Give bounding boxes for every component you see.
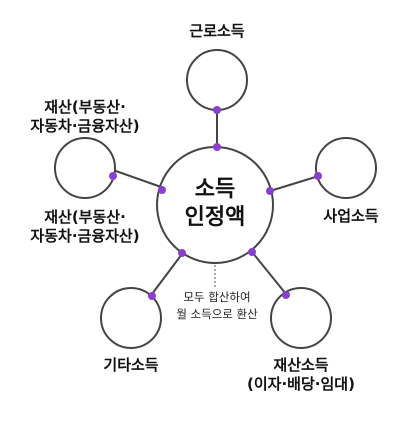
node-label-bottom-right-line2: (이자·배당·임대): [247, 375, 355, 393]
node-label-bottom-right-line1: 재산소득: [273, 356, 329, 374]
center-label-line2: 인정액: [184, 205, 246, 230]
dot-bottom-left-inner: [178, 249, 186, 257]
node-circle-bottom-left: [100, 287, 162, 349]
node-circle-bottom-right: [270, 287, 332, 349]
node-label-bottom-left: 기타소득: [91, 356, 171, 375]
left-inner-label-line2: 자동차·금융자산): [30, 227, 140, 245]
conversion-note: 모두 합산하여 월 소득으로 환산: [165, 289, 269, 323]
dot-bottom-right-inner: [248, 248, 256, 256]
node-circle-top: [186, 49, 248, 111]
dot-bottom-left-outer: [148, 292, 156, 300]
node-label-left: 재산(부동산· 자동차·금융자산): [10, 98, 160, 136]
node-label-top: 근로소득: [167, 22, 267, 41]
center-label: 소득 인정액: [165, 176, 265, 232]
node-label-right: 사업소득: [306, 207, 396, 226]
dot-top-outer: [213, 106, 221, 114]
dot-left-inner: [158, 186, 166, 194]
node-label-left-line2: 자동차·금융자산): [30, 117, 140, 135]
dot-right-inner: [266, 187, 274, 195]
left-inner-label: 재산(부동산· 자동차·금융자산): [10, 208, 160, 246]
node-label-right-line1: 사업소득: [323, 207, 379, 225]
node-label-top-line1: 근로소득: [189, 22, 245, 40]
node-label-bottom-left-line1: 기타소득: [103, 356, 159, 374]
connector-left: [112, 169, 165, 189]
dot-bottom-right-outer: [282, 291, 290, 299]
conversion-note-line2: 월 소득으로 환산: [176, 307, 258, 321]
center-label-line1: 소득: [194, 177, 236, 202]
connector-bottom-right: [251, 251, 287, 295]
conversion-note-line1: 모두 합산하여: [183, 290, 251, 304]
node-label-left-line1: 재산(부동산·: [44, 98, 126, 116]
node-label-bottom-right: 재산소득 (이자·배당·임대): [236, 356, 366, 394]
left-inner-label-line1: 재산(부동산·: [44, 208, 126, 226]
node-circle-right: [315, 137, 377, 199]
dot-left-outer: [109, 172, 117, 180]
node-circle-left: [54, 137, 116, 199]
connector-right: [269, 174, 323, 192]
connector-bottom-left: [151, 253, 183, 295]
dot-right-outer: [314, 172, 322, 180]
dot-top-inner: [213, 143, 221, 151]
